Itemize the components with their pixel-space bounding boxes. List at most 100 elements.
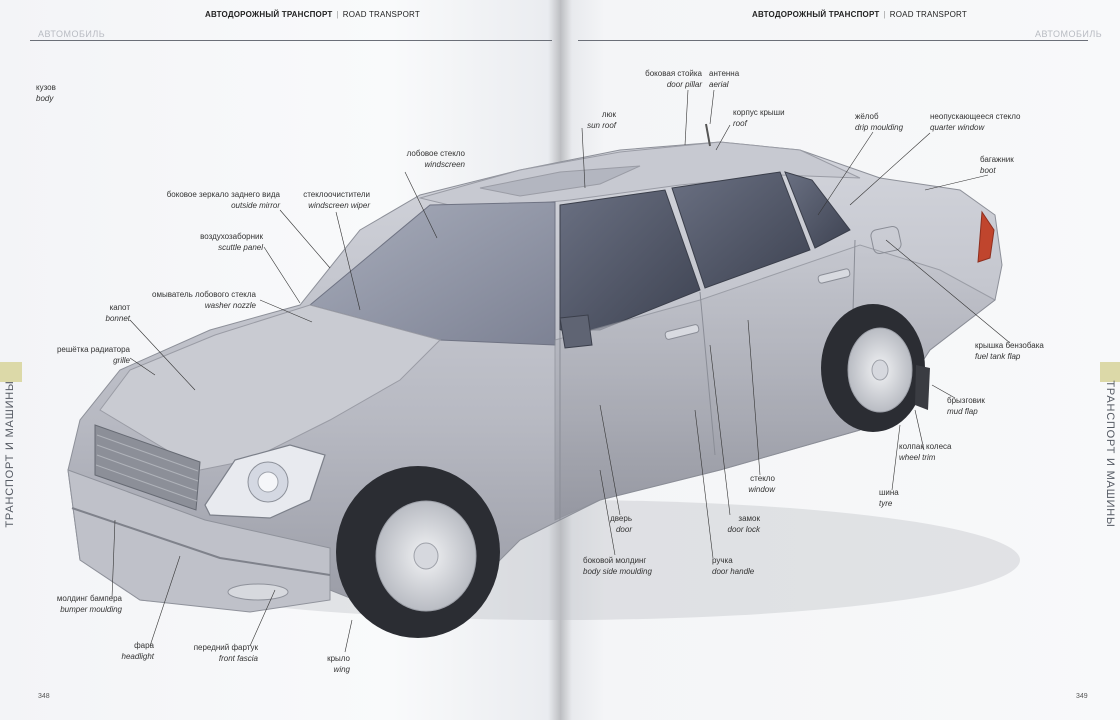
label-fascia-en: front fascia [218,654,258,663]
label-body: кузов body [36,82,56,104]
rear-door-window [671,171,811,289]
left-running-header: АВТОДОРОЖНЫЙ ТРАНСПОРТ|ROAD TRANSPORT [205,10,420,19]
label-wheel-trim: колпак колеса wheel trim [899,441,951,463]
front-door-window [559,189,701,331]
right-header-rule [578,40,1088,41]
label-sidemould-ru: боковой молдинг [583,556,647,565]
label-pillar-en: door pillar [666,80,702,89]
label-quarter-window: неопускающееся стекло quarter window [930,111,1020,133]
left-header-ru: АВТОДОРОЖНЫЙ ТРАНСПОРТ [205,10,333,19]
radiator-grille [94,424,201,511]
label-door-pillar: боковая стойка door pillar [630,68,702,90]
bumper-moulding-strip [71,507,331,576]
label-wiper-ru: стеклоочистители [303,190,370,199]
label-scuttle-panel: воздухозаборник scuttle panel [175,231,263,253]
leader-lines [111,89,1011,653]
label-wiper: стеклоочистители windscreen wiper [290,189,370,211]
side-mirror [559,314,593,349]
label-mirror-en: outside mirror [231,201,280,210]
left-header-en: ROAD TRANSPORT [342,10,420,19]
label-mirror-ru: боковое зеркало заднего вида [166,190,280,199]
headlight-inner [257,471,279,493]
label-grille-en: grille [113,356,130,365]
rear-door-handle [817,268,851,284]
label-bonnet-ru: капот [109,303,130,312]
label-windscreen-en: windscreen [424,160,465,169]
label-washer-ru: омыватель лобового стекла [152,290,256,299]
label-bumper-moulding: молдинг бампера bumper moulding [36,593,122,615]
label-wiper-en: windscreen wiper [308,201,370,210]
label-wing-ru: крыло [327,654,350,663]
label-door: дверь door [596,513,632,535]
label-body-ru: кузов [36,83,56,92]
label-washer-nozzle: омыватель лобового стекла washer nozzle [140,289,256,311]
label-mud-flap: брызговик mud flap [947,395,985,417]
label-fuelflap-en: fuel tank flap [975,352,1021,361]
label-mudflap-en: mud flap [947,407,978,416]
label-front-fascia: передний фартук front fascia [180,642,258,664]
label-bumper-ru: молдинг бампера [56,594,122,603]
tail-light [977,210,995,263]
label-door-lock: замок door lock [712,513,760,535]
label-wheeltrim-ru: колпак колеса [899,442,952,451]
label-tyre: шина tyre [879,487,899,509]
right-section-title: АВТОМОБИЛЬ [1035,29,1103,39]
label-aerial: антенна aerial [709,68,739,90]
label-sun-roof: люк sun roof [566,109,616,131]
right-header-en: ROAD TRANSPORT [889,10,967,19]
label-washer-en: washer nozzle [204,301,256,310]
left-page-number: 348 [38,693,50,700]
label-windscreen-ru: лобовое стекло [406,149,465,158]
front-bumper [67,469,331,613]
label-wing: крыло wing [310,653,350,675]
label-tyre-ru: шина [879,488,899,497]
label-roof-ru: корпус крыши [733,108,785,117]
right-running-header: АВТОДОРОЖНЫЙ ТРАНСПОРТ|ROAD TRANSPORT [752,10,967,19]
rear-wheel [821,304,925,432]
label-quarter-en: quarter window [930,123,985,132]
label-aerial-en: aerial [709,80,729,89]
label-sidemould-en: body side moulding [583,567,652,576]
label-door-handle: ручка door handle [712,555,754,577]
label-drip-en: drip moulding [855,123,904,132]
label-drip-ru: жёлоб [855,112,879,121]
left-section-title: АВТОМОБИЛЬ [38,29,106,39]
label-outside-mirror: боковое зеркало заднего вида outside mir… [150,189,280,211]
label-boot: багажник boot [980,154,1014,176]
label-fuelflap-ru: крышка бензобака [975,341,1044,350]
mud-flap-shape [915,365,930,410]
label-doorlock-en: door lock [727,525,760,534]
label-window-ru: стекло [750,474,775,483]
label-window: стекло window [735,473,775,495]
label-handle-ru: ручка [712,556,733,565]
front-wheel [336,466,500,638]
label-body-en: body [36,94,54,103]
label-roof: корпус крыши roof [733,107,785,129]
label-bonnet-en: bonnet [105,314,130,323]
label-boot-ru: багажник [980,155,1014,164]
label-window-en: window [748,485,775,494]
label-body-side-moulding: боковой молдинг body side moulding [583,555,652,577]
left-header-rule [30,40,552,41]
label-pillar-ru: боковая стойка [645,69,702,78]
label-door-ru: дверь [610,514,632,523]
label-roof-en: roof [733,119,747,128]
label-wing-en: wing [333,665,350,674]
right-thumb-tab [1100,362,1120,382]
label-scuttle-ru: воздухозаборник [200,232,263,241]
label-grille-ru: решётка радиатора [56,345,130,354]
right-page-number: 349 [1076,693,1088,700]
label-sunroof-ru: люк [601,110,616,119]
label-tyre-en: tyre [879,499,893,508]
label-headlight: фара headlight [100,640,154,662]
label-handle-en: door handle [712,567,755,576]
label-fuel-tank-flap: крышка бензобака fuel tank flap [975,340,1044,362]
bonnet-panel [99,304,441,471]
label-bonnet: капот bonnet [70,302,130,324]
label-wheeltrim-en: wheel trim [899,453,936,462]
quarter-window-glass [784,171,851,249]
sunroof [479,165,641,197]
aerial-rod [705,123,711,147]
grille-bars [95,434,199,502]
label-doorlock-ru: замок [738,514,760,523]
